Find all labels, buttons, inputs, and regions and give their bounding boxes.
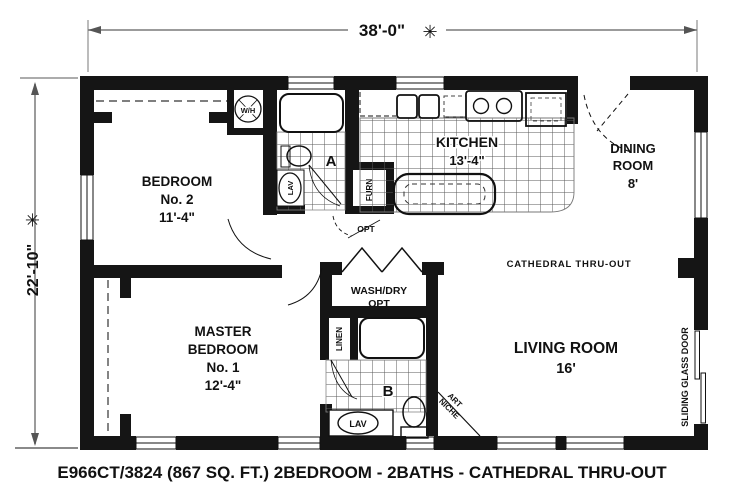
room-kitchen: KITCHEN 13'-4"	[359, 90, 575, 216]
bath-b-label: B	[383, 383, 394, 400]
bath-b-door-leaf	[330, 359, 353, 398]
entry-door-leaf	[596, 93, 629, 132]
window-icon	[287, 76, 335, 90]
water-heater-label: W/H	[241, 106, 256, 115]
dimension-top: 38'-0" ✳	[87, 20, 698, 72]
toilet-b-icon	[402, 396, 426, 428]
bath-a-label: A	[326, 153, 337, 170]
art-niche: ART NICHE	[437, 391, 481, 437]
toilet-a-icon	[286, 145, 312, 167]
window-icon	[80, 174, 94, 241]
bifold-door-icon	[381, 246, 423, 273]
lav-a-sink-icon	[278, 172, 302, 204]
lav-b-sink-icon	[337, 411, 379, 435]
bath-b: LINEN B LAV	[325, 317, 429, 439]
entry-door-swing	[583, 94, 635, 154]
window-icon	[405, 436, 435, 450]
windows	[80, 76, 708, 450]
opt-door-swing	[332, 215, 353, 237]
dining-name-1: DINING	[610, 141, 656, 156]
kitchen-size: 13'-4"	[449, 153, 484, 168]
master-size: 12'-4"	[205, 378, 242, 393]
exterior-walls	[80, 76, 708, 450]
bedroom2-name: BEDROOM	[142, 174, 213, 189]
sliding-glass-door: SLIDING GLASS DOOR	[680, 327, 706, 427]
refrigerator-icon	[525, 92, 567, 127]
lav-b-counter	[328, 409, 394, 437]
window-icon	[135, 436, 177, 450]
living-name: LIVING ROOM	[514, 340, 618, 357]
kitchen-sink-icon	[418, 94, 440, 119]
bath-a: A LAV	[276, 93, 346, 211]
master-number: No. 1	[206, 360, 239, 375]
sliding-panel	[694, 330, 700, 380]
bathtub-a-icon	[279, 93, 344, 133]
window-icon	[565, 436, 625, 450]
bath-b-tile-floor	[325, 359, 427, 413]
room-master: MASTER BEDROOM No. 1 12'-4"	[107, 267, 323, 434]
kitchen-name: KITCHEN	[436, 134, 498, 150]
kitchen-sink-icon	[396, 94, 418, 119]
plan-caption: E966CT/3824 (867 SQ. FT.) 2BEDROOM - 2BA…	[57, 463, 667, 482]
living-size: 16'	[556, 361, 576, 377]
linen-label: LINEN	[335, 327, 344, 351]
dimension-height-label: 22'-10"	[25, 244, 42, 296]
room-bedroom2: BEDROOM No. 2 11'-4"	[96, 100, 272, 260]
bedroom2-size: 11'-4"	[159, 210, 195, 225]
sliding-panel	[700, 372, 706, 424]
cathedral-label: CATHEDRAL THRU-OUT	[507, 259, 632, 270]
bath-a-door-leaf	[308, 164, 342, 205]
lav-a-counter	[276, 169, 305, 207]
arrow-down-icon	[31, 433, 39, 446]
stove-icon	[465, 90, 523, 122]
bifold-door-icon	[341, 246, 383, 273]
lav-b-label: LAV	[349, 419, 366, 429]
arrow-up-icon	[31, 82, 39, 95]
water-heater-closet: W/H	[234, 95, 262, 123]
bath-b-door-swing	[330, 359, 358, 400]
master-name-1: MASTER	[195, 324, 252, 339]
dining-size: 8'	[628, 176, 638, 191]
kitchen-tile-floor	[359, 117, 575, 213]
bedroom2-door-swing	[227, 218, 272, 260]
window-icon	[694, 131, 708, 219]
dining-name-2: ROOM	[613, 158, 653, 173]
sliding-door-label: SLIDING GLASS DOOR	[680, 327, 690, 427]
opt-door-label: OPT	[357, 224, 375, 234]
arrow-right-icon	[684, 26, 697, 34]
window-icon	[496, 436, 557, 450]
washdry-name: WASH/DRY	[351, 285, 407, 297]
window-icon	[395, 76, 445, 90]
dimension-marker-icon: ✳	[422, 22, 437, 42]
washdry-opt: OPT	[368, 298, 390, 310]
bedroom2-number: No. 2	[160, 192, 193, 207]
dimension-marker-icon: ✳	[23, 212, 43, 227]
dimension-left: 22'-10" ✳	[15, 77, 78, 449]
kitchen-bar-counter	[392, 172, 497, 216]
lav-a-label: LAV	[286, 181, 295, 195]
window-icon	[277, 436, 321, 450]
room-living: CATHEDRAL THRU-OUT LIVING ROOM 16'	[507, 259, 632, 377]
bath-a-door-swing	[308, 164, 341, 207]
master-name-2: BEDROOM	[188, 342, 259, 357]
master-door-swing	[287, 267, 323, 306]
water-heater-icon	[234, 95, 262, 123]
room-washdry: WASH/DRY OPT	[341, 246, 423, 310]
dimension-width-label: 38'-0"	[359, 21, 405, 40]
interior-walls	[94, 90, 694, 436]
room-dining: DINING ROOM 8'	[583, 93, 656, 191]
dishwasher-icon	[443, 95, 467, 118]
bathtub-b-icon	[359, 317, 425, 359]
arrow-left-icon	[88, 26, 101, 34]
